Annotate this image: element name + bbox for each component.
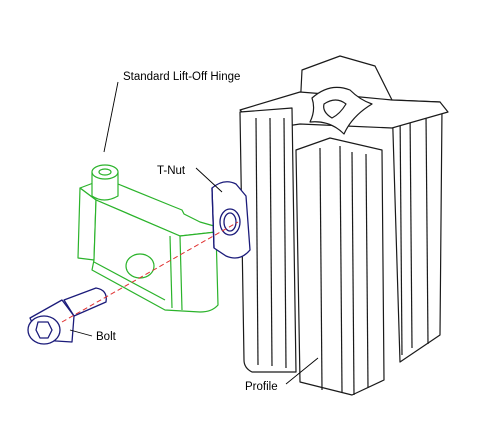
hinge-part [77,164,219,313]
label-hinge: Standard Lift-Off Hinge [123,71,240,83]
assembly-axis-line [61,221,239,323]
profile-extrusion [239,55,449,396]
t-nut-part [211,181,251,259]
label-tnut: T-Nut [157,165,186,177]
bolt-part [27,287,107,345]
label-bolt: Bolt [96,331,117,343]
leader-lines [69,81,319,385]
label-profile: Profile [245,381,278,393]
